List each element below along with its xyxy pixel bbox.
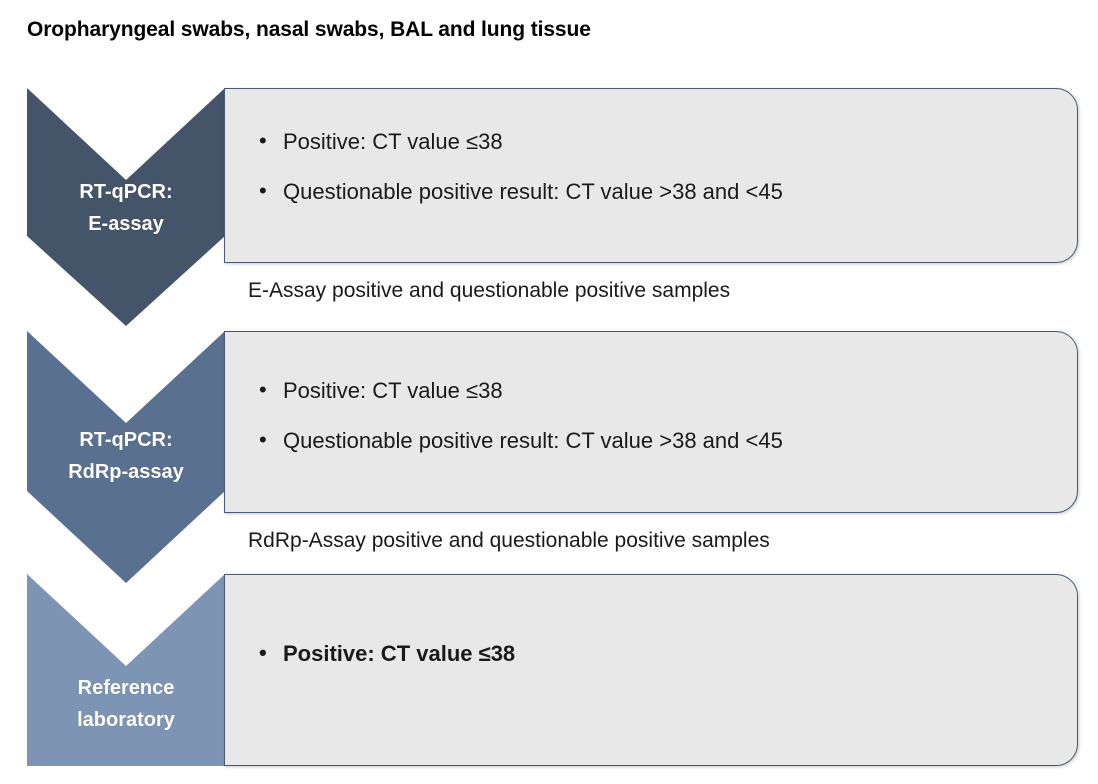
chevron-rdrp-assay: [27, 331, 225, 583]
criteria-panel-e-assay: Positive: CT value ≤38 Questionable posi…: [224, 88, 1078, 263]
criteria-list: Positive: CT value ≤38 Questionable posi…: [225, 332, 1077, 454]
criteria-panel-rdrp-assay: Positive: CT value ≤38 Questionable posi…: [224, 331, 1078, 513]
chevron-shape: [27, 331, 225, 583]
criteria-item: Positive: CT value ≤38: [255, 377, 1077, 404]
connector-label-rdrp-assay: RdRp-Assay positive and questionable pos…: [248, 529, 770, 552]
criteria-item: Questionable positive result: CT value >…: [255, 178, 1077, 205]
chevron-shape: [27, 88, 225, 326]
criteria-panel-reference-laboratory: Positive: CT value ≤38: [224, 574, 1078, 766]
chevron-reference-laboratory: [27, 574, 225, 766]
page-title: Oropharyngeal swabs, nasal swabs, BAL an…: [27, 18, 591, 41]
criteria-list: Positive: CT value ≤38: [225, 575, 1077, 667]
chevron-shape: [27, 574, 225, 766]
connector-label-e-assay: E-Assay positive and questionable positi…: [248, 279, 731, 302]
criteria-list: Positive: CT value ≤38 Questionable posi…: [225, 89, 1077, 205]
criteria-item: Positive: CT value ≤38: [255, 640, 1077, 667]
chevron-e-assay: [27, 88, 225, 326]
criteria-item: Questionable positive result: CT value >…: [255, 427, 1077, 454]
criteria-item: Positive: CT value ≤38: [255, 128, 1077, 155]
